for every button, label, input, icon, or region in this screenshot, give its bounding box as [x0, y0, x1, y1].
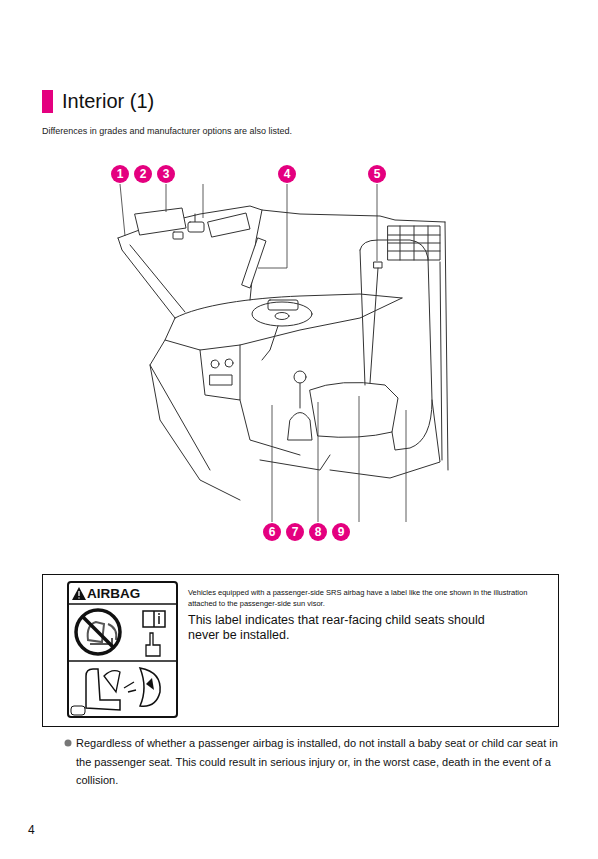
leader-line: [120, 184, 125, 236]
rear-guard-grille: [388, 226, 440, 260]
mirror-stem: [195, 214, 196, 222]
shift-boot: [288, 413, 312, 441]
center-panel: [200, 345, 240, 400]
caution-note: Regardless of whether a passenger airbag…: [76, 734, 566, 790]
seat-back-edge: [360, 250, 365, 385]
subtitle-note: Differences in grades and manufacturer o…: [42, 125, 442, 137]
sun-visor: [135, 208, 186, 235]
airbag-label-icons: [69, 587, 176, 715]
warning-triangle: [72, 587, 86, 600]
control-knob: [211, 360, 219, 368]
callout-number: 8: [309, 523, 327, 541]
door-sill: [150, 365, 210, 470]
rear-window: [388, 226, 440, 260]
footwell: [240, 400, 300, 455]
steering-hub: [275, 313, 289, 320]
belt-anchor: [374, 262, 382, 268]
seat-symbol: [86, 669, 120, 710]
rear-wall-edge: [445, 222, 448, 470]
leader-line: [377, 184, 378, 261]
audio-unit: [210, 375, 232, 385]
divider-line: [69, 660, 176, 662]
sun-visor: [208, 213, 250, 237]
airbag-warning-label: AIRBAG: [67, 581, 178, 718]
child-seat-symbol: [104, 671, 120, 692]
rear-wall-edge: [440, 262, 442, 460]
instrument-cluster: [268, 300, 298, 310]
airbag-symbol: [140, 668, 160, 706]
title-bar: [42, 90, 53, 113]
warning-mark: [78, 591, 79, 596]
manual-book-symbol: [158, 613, 160, 615]
divider-line: [69, 603, 176, 605]
callout-number: 1: [111, 165, 129, 183]
assist-grip: [242, 238, 266, 288]
callout-number: 3: [157, 165, 175, 183]
page-title: Interior (1): [62, 88, 154, 114]
callout-number: 9: [332, 523, 350, 541]
leader-line: [406, 410, 407, 522]
label-heading: AIRBAG: [87, 584, 175, 603]
label-tab: [71, 706, 85, 715]
leader-lines: [120, 184, 406, 522]
warning-mark: [78, 597, 79, 598]
leader-line: [359, 396, 360, 522]
floor: [260, 455, 330, 470]
steering-column: [262, 326, 278, 360]
seat-back: [360, 240, 432, 450]
callout-number: 6: [263, 523, 281, 541]
shift-knob: [294, 371, 306, 383]
page-number: 4: [28, 822, 58, 838]
callout-number: 4: [278, 165, 296, 183]
bullet-dot: [65, 740, 72, 747]
airbag-symbol: [108, 624, 116, 640]
manual-book-symbol: [154, 611, 159, 627]
prohibition-slash: [83, 617, 113, 647]
leader-line: [166, 184, 167, 212]
a-pillar: [118, 238, 175, 318]
dashboard-front: [165, 298, 402, 350]
airbag-symbol: [146, 678, 154, 690]
room-lamp: [173, 232, 183, 239]
callout-number: 5: [368, 165, 386, 183]
seat-belt: [370, 268, 378, 383]
door-edge: [150, 340, 240, 500]
leader-line: [318, 402, 319, 522]
deploy-arrow: [124, 682, 136, 692]
prohibition-circle: [76, 610, 120, 654]
control-knob: [225, 359, 233, 367]
leader-line: [258, 184, 287, 268]
cab-floor-edge: [330, 400, 440, 478]
leader-line: [203, 184, 204, 218]
info-text: This label indicates that rear-facing ch…: [188, 613, 510, 643]
rear-view-mirror: [188, 222, 204, 232]
manual-book-symbol: [143, 611, 165, 627]
airbag-info-box: AIRBAG Vehicles equipped with a passenger…: [42, 574, 559, 727]
cab-interior-illustration: [118, 206, 448, 500]
steering-wheel: [252, 302, 312, 326]
a-pillar-inner: [130, 245, 185, 312]
callout-number: 7: [286, 523, 304, 541]
shift-lever: [300, 383, 301, 408]
callout-number: 2: [134, 165, 152, 183]
roof-line: [118, 206, 445, 238]
seat-cushion: [310, 382, 398, 437]
leader-line: [272, 405, 273, 522]
info-text: Vehicles equipped with a passenger-side …: [188, 587, 553, 609]
pointing-hand-symbol: [146, 633, 160, 656]
